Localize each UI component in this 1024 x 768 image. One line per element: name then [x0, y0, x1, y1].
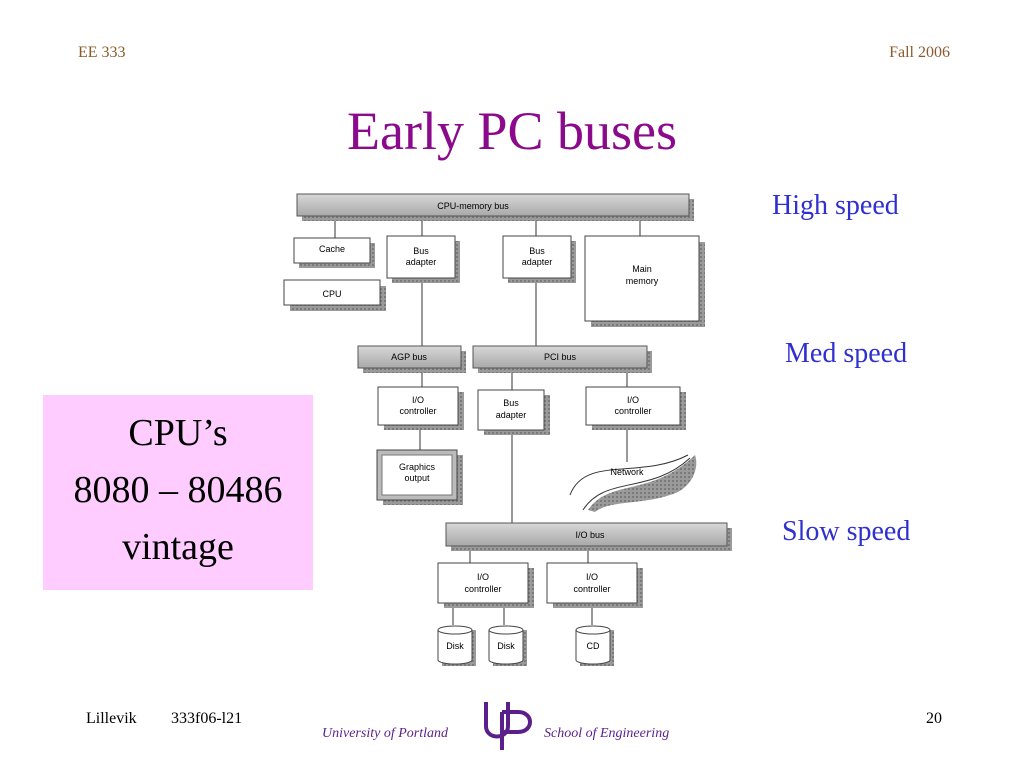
svg-text:memory: memory: [626, 276, 659, 286]
svg-text:Network: Network: [610, 467, 644, 477]
slide-title: Early PC buses: [347, 101, 677, 161]
svg-text:I/O bus: I/O bus: [575, 530, 605, 540]
header-course: EE 333: [78, 44, 126, 61]
svg-text:I/O: I/O: [627, 395, 639, 405]
slow-speed-label: Slow speed: [782, 516, 911, 547]
network-cloud: Network: [569, 454, 697, 512]
main-memory-box: Main memory: [584, 235, 705, 327]
bus-adapter-2: Bus adapter: [502, 235, 576, 283]
svg-text:adapter: adapter: [406, 257, 437, 267]
svg-text:adapter: adapter: [496, 410, 527, 420]
svg-text:Graphics: Graphics: [399, 462, 436, 472]
svg-text:Disk: Disk: [446, 641, 464, 651]
graphics-output-box: Graphics output: [376, 449, 463, 505]
footer-author: Lillevik: [86, 710, 137, 727]
med-speed-label: Med speed: [785, 338, 908, 369]
cpu-callout-line-2: 8080 – 80486: [73, 469, 283, 511]
cpu-diagram-box: CPU: [283, 279, 386, 311]
svg-text:Main: Main: [632, 264, 652, 274]
cache-box: Cache: [293, 237, 375, 268]
slide-number: 20: [926, 710, 942, 727]
disk-1: Disk: [437, 625, 476, 666]
cpu-label: CPU: [322, 289, 341, 299]
svg-text:Bus: Bus: [413, 246, 429, 256]
up-logo-icon: [484, 702, 532, 750]
svg-text:I/O: I/O: [477, 572, 489, 582]
io-controller-disk: I/O controller: [437, 562, 534, 608]
io-controller-network: I/O controller: [585, 386, 686, 430]
svg-text:output: output: [404, 473, 430, 483]
cpu-memory-bus-label: CPU-memory bus: [437, 201, 509, 211]
bus-adapter-1: Bus adapter: [386, 235, 460, 283]
svg-text:Bus: Bus: [503, 398, 519, 408]
footer-course-code: 333f06-l21: [171, 710, 243, 727]
bus-adapter-3: Bus adapter: [477, 389, 550, 435]
svg-text:Bus: Bus: [529, 246, 545, 256]
school-name: School of Engineering: [544, 726, 670, 741]
svg-text:controller: controller: [464, 584, 501, 594]
io-controller-cd: I/O controller: [546, 562, 643, 608]
io-controller-agp: I/O controller: [377, 386, 464, 430]
cpu-vintage-callout: CPU’s 8080 – 80486 vintage: [43, 395, 313, 590]
svg-text:controller: controller: [614, 406, 651, 416]
io-bus: I/O bus: [445, 522, 732, 551]
cd-drive: CD: [575, 625, 614, 666]
svg-text:adapter: adapter: [522, 257, 553, 267]
header-term: Fall 2006: [889, 44, 950, 61]
svg-text:I/O: I/O: [586, 572, 598, 582]
svg-text:AGP bus: AGP bus: [391, 352, 427, 362]
university-name: University of Portland: [322, 726, 448, 741]
disk-2: Disk: [488, 625, 527, 666]
pci-bus: PCI bus: [472, 345, 652, 373]
svg-text:CD: CD: [587, 641, 600, 651]
svg-text:Disk: Disk: [497, 641, 515, 651]
agp-bus: AGP bus: [357, 345, 466, 373]
cache-label: Cache: [319, 244, 345, 254]
cpu-callout-line-3: vintage: [122, 526, 234, 568]
cpu-callout-line-1: CPU’s: [128, 412, 228, 454]
svg-text:controller: controller: [573, 584, 610, 594]
svg-text:I/O: I/O: [412, 395, 424, 405]
svg-text:controller: controller: [399, 406, 436, 416]
cpu-memory-bus: CPU-memory bus: [296, 193, 694, 221]
high-speed-label: High speed: [772, 190, 899, 221]
svg-text:PCI bus: PCI bus: [544, 352, 577, 362]
